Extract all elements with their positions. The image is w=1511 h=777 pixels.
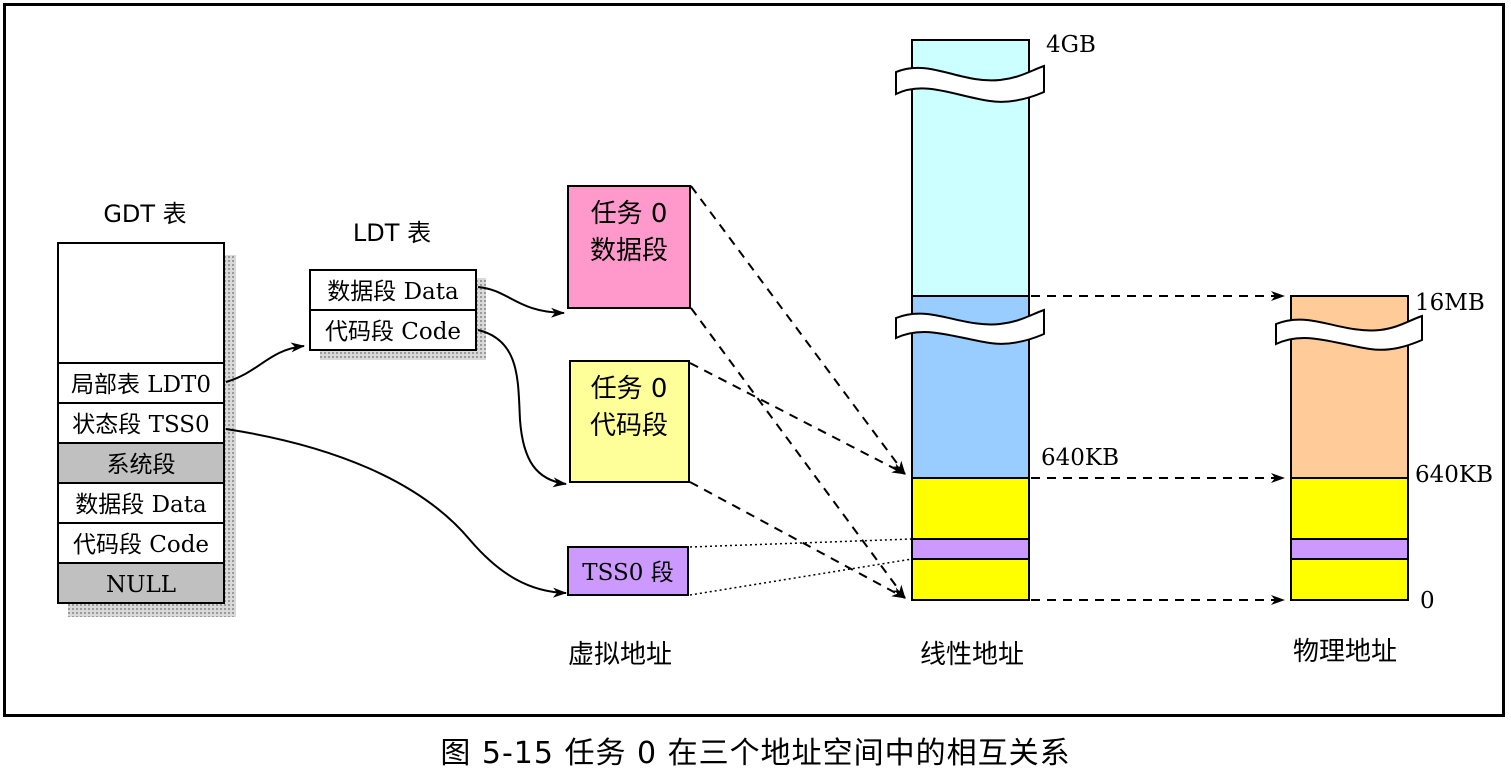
linear-640kb-label: 640KB [1041,445,1119,471]
gdt-row-ldt0 [57,362,225,404]
gdt-title: GDT 表 [103,200,186,228]
physical-tss-band [1290,538,1409,560]
physical-break [1275,314,1423,351]
task0-code-segment-line1: 任务 0 [591,374,668,404]
linear-4gb-label: 4GB [1046,32,1096,58]
tss-map-top [689,538,913,548]
linear-yellow-lower [911,558,1030,601]
task0-data-segment-line1: 任务 0 [591,199,668,229]
physical-address-column [1275,295,1423,601]
physical-16mb-label: 16MB [1415,290,1485,316]
diagram-canvas: GDT 表 局部表 LDT0 状态段 TSS0 系统段 数据段 Data 代码段… [57,32,1493,670]
arrow-tss0-to-tss-seg [225,428,567,598]
physical-zero-label: 0 [1420,588,1435,614]
task0-data-segment-line2: 数据段 [590,236,668,266]
physical-yellow-lower [1290,558,1409,601]
map-data-bottom-to-linear [690,307,906,599]
task0-data-segment [567,185,691,309]
map-code-bottom-to-linear [689,481,906,599]
gdt-row-label: 代码段 Code [73,532,209,558]
gdt-row-label: 状态段 TSS0 [72,412,209,438]
gdt-row-label: 数据段 Data [75,492,207,518]
task0-code-segment [569,360,690,483]
gdt-row-label: 系统段 [107,452,176,478]
ldt-title: LDT 表 [353,219,431,247]
linear-tss-band [911,538,1030,560]
linear-break-mid [895,308,1045,345]
ldt-table: 数据段 Data 代码段 Code [309,269,477,351]
tss0-segment [567,546,689,596]
map-data-top-to-linear [690,185,906,475]
gdt-table: 局部表 LDT0 状态段 TSS0 系统段 数据段 Data 代码段 Code … [57,242,225,604]
figure-frame [3,3,1505,717]
arrow-ldt-code-to-code-seg [477,329,567,488]
linear-yellow-upper [911,477,1030,540]
gdt-row-code [57,522,225,564]
tss-map-bottom [689,558,913,596]
map-code-top-to-linear [689,362,906,475]
figure-caption: 图 5-15 任务 0 在三个地址空间中的相互关系 [440,736,1071,771]
ldt-row-code [309,309,477,351]
gdt-row-null [57,562,225,604]
gdt-empty-area [57,242,225,364]
virtual-address-label: 虚拟地址 [568,640,672,670]
ldt-row-data [309,269,477,311]
linear-break-top [895,64,1045,103]
ldt-row-label: 数据段 Data [327,279,459,305]
tss-dotted-mappings [689,538,913,596]
ldt-row-label: 代码段 Code [325,319,461,345]
gdt-row-system [57,442,225,484]
task0-code-segment-line2: 代码段 [590,411,668,441]
gdt-row-label: NULL [106,572,176,598]
dashed-mappings [689,185,1285,605]
linear-address-column [895,39,1045,601]
linear-address-label: 线性地址 [920,640,1024,670]
physical-address-label: 物理地址 [1293,637,1397,667]
arrow-ldt-data-to-data-seg [477,286,565,318]
arrow-ldt0-to-ldt [225,342,305,383]
physical-640kb-label: 640KB [1415,462,1493,488]
physical-yellow-upper [1290,477,1409,540]
tss0-segment-label: TSS0 段 [582,560,673,586]
gdt-row-label: 局部表 LDT0 [71,372,211,398]
